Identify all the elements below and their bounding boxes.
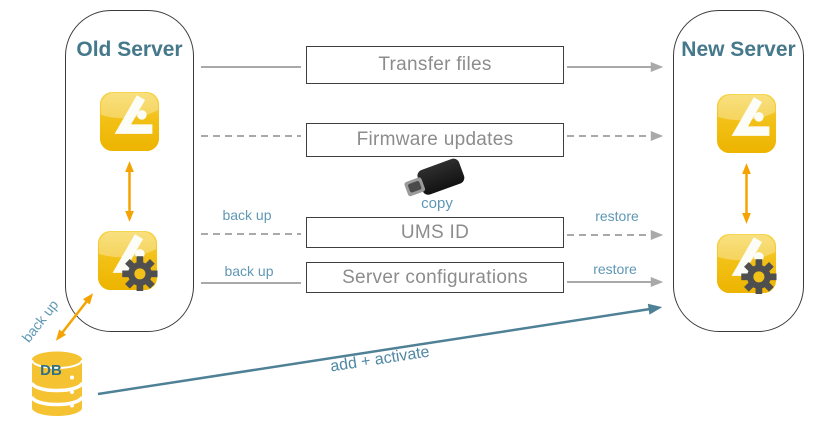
igel-ums-config-icon — [97, 230, 158, 291]
gear-icon — [122, 256, 158, 291]
step-box-server-configurations: Server configurations — [306, 262, 564, 293]
add-activate-label: add + activate — [329, 343, 431, 376]
new-server-title: New Server — [681, 38, 796, 61]
back-up-label-ums-id: back up — [222, 207, 272, 223]
step-label: Firmware updates — [356, 129, 514, 150]
step-box-firmware-updates: Firmware updates — [306, 123, 564, 157]
step-box-transfer-files: Transfer files — [306, 46, 564, 84]
igel-ums-icon — [716, 93, 777, 154]
step-box-ums-id: UMS ID — [306, 217, 564, 248]
restore-label-ums-id: restore — [595, 208, 639, 224]
copy-label: copy — [421, 195, 453, 212]
step-label: Transfer files — [378, 54, 492, 75]
igel-ums-icon — [99, 91, 160, 152]
gear-icon — [741, 259, 777, 294]
back-up-label-server-configurations: back up — [224, 263, 274, 279]
igel-ums-config-icon — [716, 233, 777, 294]
restore-label-server-configurations: restore — [593, 261, 637, 277]
db-back-up-label: back up — [18, 296, 62, 346]
step-label: UMS ID — [400, 221, 470, 243]
step-label: Server configurations — [342, 266, 528, 288]
database-cylinder-icon — [30, 351, 84, 416]
old-server-title: Old Server — [76, 38, 183, 61]
db-label: DB — [40, 362, 62, 379]
